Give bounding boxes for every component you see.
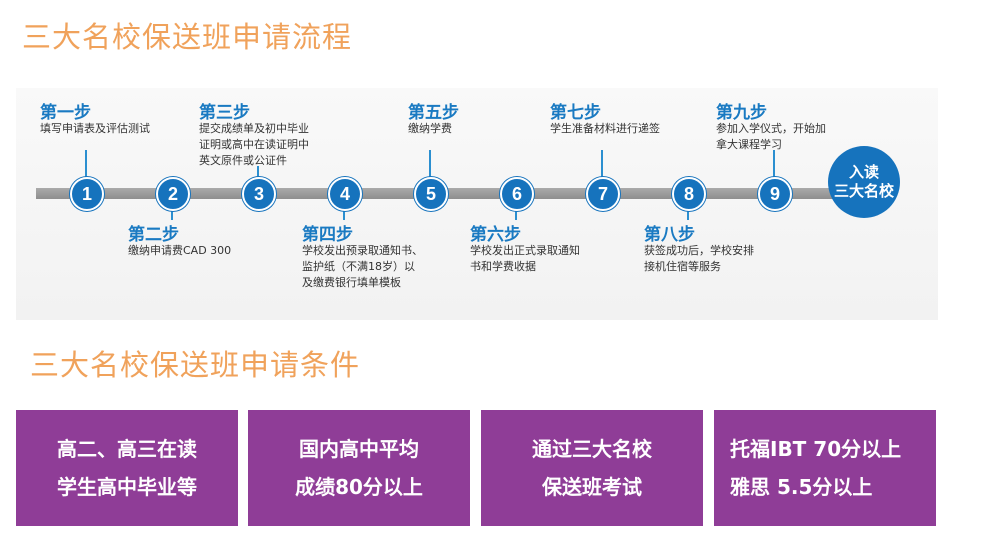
final-line-2: 三大名校 bbox=[833, 182, 894, 200]
connector-7 bbox=[601, 150, 603, 178]
step-desc-3: 提交成绩单及初中毕业证明或高中在读证明中英文原件或公证件 bbox=[199, 122, 309, 167]
connector-6 bbox=[515, 208, 517, 220]
step-desc-9: 参加入学仪式，开始加拿大课程学习 bbox=[716, 122, 826, 151]
step-node-3: 3 bbox=[242, 177, 276, 211]
condition-3-line-1: 通过三大名校 bbox=[532, 437, 652, 461]
step-desc-2: 缴纳申请费CAD 300 bbox=[128, 244, 232, 257]
connector-8 bbox=[687, 208, 689, 220]
step-node-6: 6 bbox=[500, 177, 534, 211]
condition-1-line-1: 高二、高三在读 bbox=[57, 437, 197, 461]
step-node-2: 2 bbox=[156, 177, 190, 211]
condition-2-line-1: 国内高中平均 bbox=[299, 437, 419, 461]
step-node-8: 8 bbox=[672, 177, 706, 211]
process-heading: 三大名校保送班申请流程 bbox=[22, 20, 353, 54]
connector-9 bbox=[773, 150, 775, 178]
step-title-3: 第三步 bbox=[199, 103, 250, 123]
step-desc-5: 缴纳学费 bbox=[408, 122, 452, 135]
step-title-4: 第四步 bbox=[302, 225, 353, 245]
step-node-1: 1 bbox=[70, 177, 104, 211]
step-desc-6: 学校发出正式录取通知书和学费收据 bbox=[470, 244, 580, 273]
condition-1-line-2: 学生高中毕业等 bbox=[57, 475, 197, 499]
step-title-7: 第七步 bbox=[550, 103, 601, 123]
connector-2 bbox=[171, 208, 173, 220]
connector-3 bbox=[257, 166, 259, 178]
condition-2-line-2: 成绩80分以上 bbox=[295, 475, 423, 499]
condition-box-1: 高二、高三在读 学生高中毕业等 bbox=[16, 410, 238, 526]
step-title-8: 第八步 bbox=[644, 225, 695, 245]
condition-box-3: 通过三大名校 保送班考试 bbox=[481, 410, 703, 526]
condition-3-line-2: 保送班考试 bbox=[542, 475, 642, 499]
step-node-5: 5 bbox=[414, 177, 448, 211]
step-title-2: 第二步 bbox=[128, 225, 179, 245]
condition-box-2: 国内高中平均 成绩80分以上 bbox=[248, 410, 470, 526]
step-title-1: 第一步 bbox=[40, 103, 91, 123]
connector-4 bbox=[343, 208, 345, 220]
step-desc-8: 获签成功后，学校安排接机住宿等服务 bbox=[644, 244, 754, 273]
conditions-heading: 三大名校保送班申请条件 bbox=[30, 348, 361, 382]
step-title-5: 第五步 bbox=[408, 103, 459, 123]
final-line-1: 入读 bbox=[848, 163, 879, 181]
connector-1 bbox=[85, 150, 87, 178]
step-node-9: 9 bbox=[758, 177, 792, 211]
condition-box-4: 托福IBT 70分以上 雅思 5.5分以上 bbox=[714, 410, 936, 526]
step-desc-7: 学生准备材料进行递签 bbox=[550, 122, 660, 135]
step-title-9: 第九步 bbox=[716, 103, 767, 123]
step-node-4: 4 bbox=[328, 177, 362, 211]
step-title-6: 第六步 bbox=[470, 225, 521, 245]
condition-4-line-1: 托福IBT 70分以上 bbox=[730, 437, 902, 461]
condition-4-line-2: 雅思 5.5分以上 bbox=[730, 475, 873, 499]
step-desc-1: 填写申请表及评估测试 bbox=[40, 122, 150, 135]
step-node-7: 7 bbox=[586, 177, 620, 211]
step-desc-4: 学校发出预录取通知书、监护纸（不满18岁）以及缴费银行填单模板 bbox=[302, 244, 423, 289]
connector-5 bbox=[429, 150, 431, 178]
final-node: 入读 三大名校 bbox=[828, 146, 900, 218]
